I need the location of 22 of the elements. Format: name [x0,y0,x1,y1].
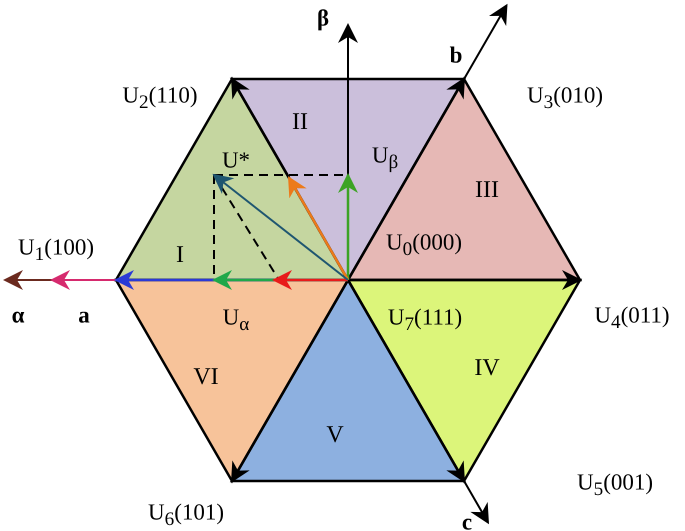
axis-label: β [316,6,330,30]
vector-label: U$_{6}$(101) [148,500,224,530]
axis-label: b [450,44,462,66]
vector-label: U$_{β}$ [372,144,398,172]
axis-label: α [12,304,24,326]
sector-numeral: IV [474,356,500,380]
sector-numeral: VI [193,365,219,389]
axis-label: a [78,304,90,326]
vector-label: U* [222,148,250,172]
sector-numeral: III [475,178,499,202]
sector-numeral: V [326,423,344,447]
vector-label: U$_{7}$(111) [388,306,462,334]
vector-label: U$_{0}$(000) [386,230,462,260]
sector-numeral: II [292,110,308,134]
axis-label: c [462,510,472,531]
sector-numeral: I [176,243,184,267]
vector-label: U$_{1}$(100) [18,236,94,264]
vector-label: U$_{3}$(010) [526,84,604,112]
vector-label: U$_{2}$(110) [122,84,198,112]
vector-label: U$_{α}$ [222,306,250,334]
vector-label: U$_{4}$(011) [594,304,670,332]
vector-label: U$_{5}$(001) [576,470,654,500]
